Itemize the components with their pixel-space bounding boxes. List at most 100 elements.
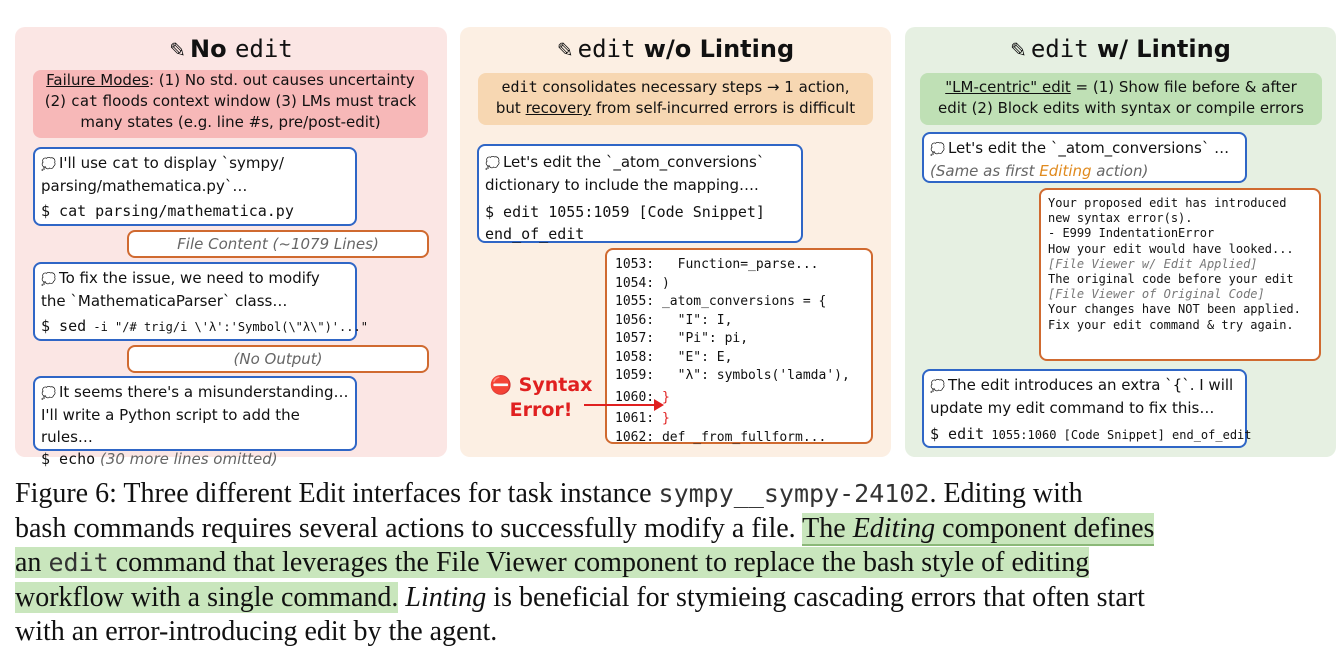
- bash-args: -i "/# trig/i \'λ':'Symbol(\"λ\")'...": [86, 320, 368, 334]
- panel-title: ✎No edit: [15, 35, 447, 63]
- agent-message: 💭The edit introduces an extra `{`. I wil…: [922, 369, 1252, 448]
- title-mono: edit: [577, 35, 636, 63]
- caption-highlight: command that leverages the File Viewer c…: [108, 547, 1090, 578]
- panel-edit-without-linting: ✎edit w/o Linting edit consolidates nece…: [460, 27, 891, 457]
- note-line: consolidates necessary steps → 1 action,: [537, 78, 850, 96]
- code-line: 1059: "λ": symbols('lamda'),: [615, 368, 850, 383]
- linter-output: Your proposed edit has introduced new sy…: [1039, 188, 1321, 361]
- title-mono: edit: [1030, 35, 1089, 63]
- msg-text: the `MathematicaParser` class…: [41, 292, 288, 310]
- caption-italic: Editing: [852, 512, 936, 544]
- panel-title: ✎edit w/ Linting: [905, 35, 1336, 63]
- lint-line: Fix your edit command & try again.: [1048, 317, 1294, 332]
- agent-message: 💭I'll use cat to display `sympy/ parsing…: [33, 147, 357, 226]
- agent-message: 💭Let's edit the `_atom_conversions` … (S…: [922, 132, 1247, 183]
- consolidation-note: edit consolidates necessary steps → 1 ac…: [478, 73, 873, 125]
- note-line: = (1) Show file before & after: [1070, 78, 1297, 96]
- caption-mono: sympy__sympy-24102: [658, 479, 930, 508]
- note-label: Failure Modes: [46, 71, 149, 89]
- thought-bubble-icon: 💭: [930, 379, 945, 393]
- thought-bubble-icon: 💭: [930, 142, 945, 156]
- note-line: (2): [44, 92, 71, 110]
- omitted-note: (30 more lines omitted): [99, 450, 278, 468]
- note-line: : (1) No std. out causes uncertainty: [148, 71, 415, 89]
- caption-highlight: an: [15, 547, 49, 578]
- pen-icon: ✎: [556, 38, 574, 62]
- stray-brace: }: [661, 389, 670, 405]
- error-text: Error!: [509, 399, 573, 421]
- panel-edit-with-linting: ✎edit w/ Linting "LM-centric" edit = (1)…: [905, 27, 1336, 457]
- command-output: (No Output): [127, 345, 429, 373]
- title-text: w/o Linting: [643, 35, 795, 63]
- caption-highlight: The: [802, 512, 853, 544]
- note-line: but: [495, 99, 526, 117]
- edit-command: $ edit: [930, 425, 985, 443]
- stop-icon: ⛔: [489, 375, 513, 396]
- msg-text: To fix the issue, we need to modify: [58, 269, 320, 287]
- panel-title: ✎edit w/o Linting: [460, 35, 891, 63]
- msg-text: update my edit command to fix this…: [930, 399, 1215, 417]
- code-line: 1062: def _from_fullform...: [615, 429, 827, 445]
- failure-modes-note: Failure Modes: (1) No std. out causes un…: [33, 70, 428, 138]
- msg-text: action): [1091, 162, 1149, 180]
- code-line: 1057: "Pi": pi,: [615, 331, 749, 346]
- note-mono: cat: [70, 92, 98, 110]
- code-line: 1056: "I": I,: [615, 312, 733, 328]
- caption-text: . Editing with: [929, 478, 1083, 509]
- syntax-error-label: ⛔ Syntax Error!: [486, 373, 596, 423]
- error-arrow-icon: [584, 399, 664, 411]
- edit-args: 1055:1060 [Code Snippet] end_of_edit: [984, 428, 1252, 442]
- title-text: w/ Linting: [1097, 35, 1231, 63]
- msg-text: (Same as first: [930, 162, 1040, 180]
- code-line: 1054: ): [615, 275, 670, 291]
- note-mono: edit: [501, 78, 538, 96]
- caption-highlight: workflow with a single command.: [15, 581, 399, 613]
- caption-text: Figure 6: Three different Edit interface…: [15, 478, 659, 509]
- note-underlined: "LM-centric" edit: [945, 78, 1071, 96]
- caption-text: with an error-introducing edit by the ag…: [15, 616, 498, 647]
- note-line: many states (e.g. line #s, pre/post-edit…: [80, 113, 381, 131]
- bash-command: $ cat parsing/mathematica.py: [41, 202, 294, 220]
- note-line: from self-incurred errors is difficult: [591, 99, 856, 117]
- note-line: edit (2) Block edits with syntax or comp…: [938, 99, 1304, 117]
- code-line: 1060:: [615, 389, 662, 405]
- error-text: Syntax: [518, 374, 593, 396]
- title-text: No: [190, 35, 227, 63]
- thought-bubble-icon: 💭: [41, 386, 56, 400]
- stray-brace: }: [661, 411, 670, 426]
- msg-text: Let's edit the `_atom_conversions` …: [947, 139, 1230, 157]
- agent-message: 💭It seems there's a misunderstanding… I'…: [33, 376, 357, 468]
- panel-no-edit: ✎No edit Failure Modes: (1) No std. out …: [15, 27, 447, 468]
- msg-text: to display `sympy/: [139, 154, 284, 172]
- code-line: 1061:: [615, 411, 662, 426]
- agent-message: 💭To fix the issue, we need to modify the…: [33, 262, 368, 341]
- caption-mono: edit: [48, 548, 109, 577]
- msg-text: I'll use: [58, 154, 112, 172]
- figure-caption: Figure 6: Three different Edit interface…: [15, 477, 1335, 650]
- lint-placeholder: [File Viewer of Original Code]: [1048, 287, 1265, 302]
- bash-command: $ echo: [41, 450, 96, 468]
- lint-line: Your proposed edit has introduced: [1048, 196, 1287, 210]
- msg-text: I'll write a Python script to add the ru…: [41, 406, 300, 446]
- edit-command: $ edit 1055:1059 [Code Snippet]: [485, 203, 765, 221]
- msg-mono: cat: [111, 154, 140, 172]
- code-line: 1055: _atom_conversions = {: [615, 294, 827, 309]
- title-mono: edit: [234, 35, 293, 63]
- lint-line: new syntax error(s).: [1048, 211, 1193, 226]
- bash-command: $ sed: [41, 317, 87, 335]
- msg-text: It seems there's a misunderstanding…: [58, 383, 349, 401]
- lint-placeholder: [File Viewer w/ Edit Applied]: [1048, 256, 1258, 271]
- lm-centric-note: "LM-centric" edit = (1) Show file before…: [920, 73, 1322, 125]
- caption-text: is beneficial for stymieing cascading er…: [486, 581, 1145, 613]
- pen-icon: ✎: [1010, 38, 1027, 62]
- msg-text: dictionary to include the mapping….: [485, 176, 759, 194]
- thought-bubble-icon: 💭: [41, 272, 56, 286]
- msg-text: parsing/mathematica.py`…: [41, 177, 248, 195]
- edit-command: end_of_edit: [485, 225, 585, 243]
- msg-text: The edit introduces an extra `{`. I will: [947, 376, 1234, 394]
- note-line: floods context window (3) LMs must track: [97, 92, 417, 110]
- caption-text: bash commands requires several actions t…: [15, 512, 803, 544]
- code-line: 1053: Function=_parse...: [615, 257, 819, 272]
- agent-message: 💭Let's edit the `_atom_conversions` dict…: [477, 144, 803, 243]
- caption-highlight: component defines: [935, 512, 1155, 544]
